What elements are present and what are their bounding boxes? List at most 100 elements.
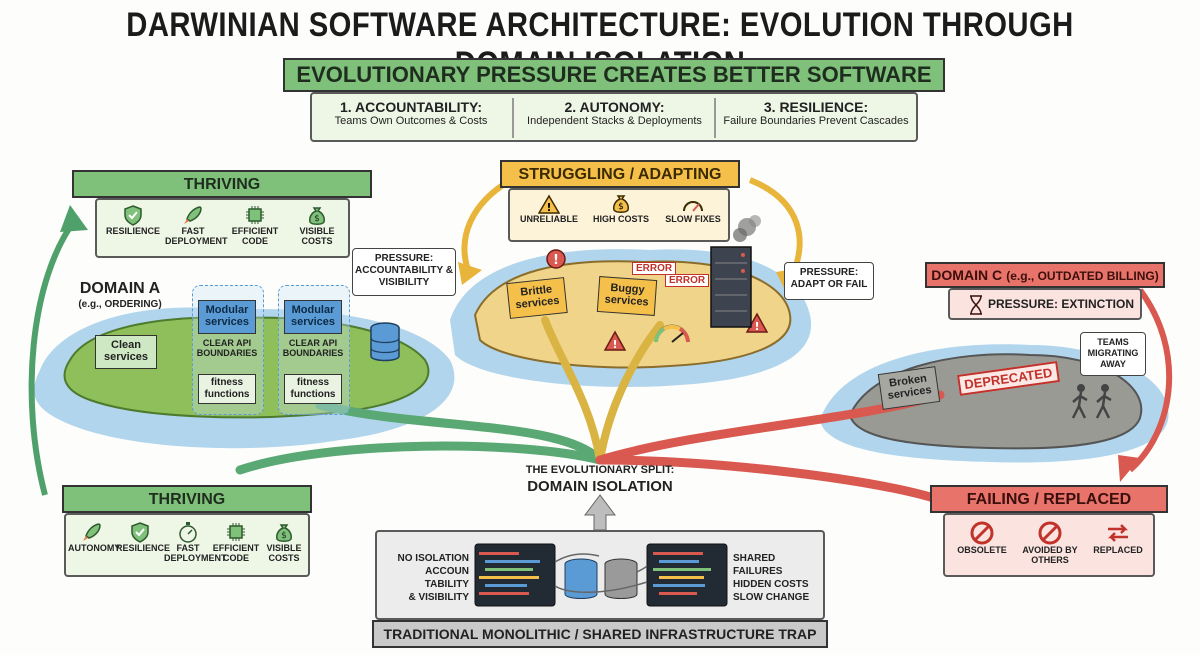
svg-text:!: ! (612, 338, 617, 351)
shield-check-icon (131, 522, 149, 543)
pressure-item-autonomy: 2. AUTONOMY: Independent Stacks & Deploy… (517, 99, 712, 127)
hourglass-icon (970, 295, 982, 315)
domain-b-pressure-note: PRESSURE: ADAPT OR FAIL (784, 262, 874, 300)
divider (714, 98, 716, 138)
trait-label: RESILIENCE (116, 543, 171, 553)
domain-c-ribbon: DOMAIN C (e.g., OUTDATED BILLING) (925, 262, 1165, 288)
trait-label: AVOIDED BY OTHERS (1022, 545, 1078, 565)
monolith-note: SHARED FAILURES (733, 553, 783, 577)
monolith-label: TRADITIONAL MONOLITHIC / SHARED INFRASTR… (383, 626, 817, 642)
api-boundaries-1: CLEAR API BOUNDARIES (196, 338, 258, 358)
arrow-amber-left-head (458, 262, 482, 285)
trait-efficient-code: EFFICIENT CODE (227, 204, 283, 246)
warning-icon: ! (603, 330, 627, 351)
arrow-red-down-head (1118, 455, 1140, 482)
pressure-item-heading: 3. RESILIENCE: (763, 99, 869, 115)
alert-icon: ! (546, 249, 566, 269)
trait-label: SLOW FIXES (665, 214, 721, 224)
modular-services-box-2: Modular services (284, 300, 342, 334)
trait-resilience: RESILIENCE (105, 204, 161, 236)
rocket-icon (83, 523, 101, 541)
domain-a-pressure-note: PRESSURE: ACCOUNTABILITY & VISIBILITY (352, 248, 456, 296)
error-badge-2: ERROR (665, 274, 710, 287)
fitness-functions-box-2: fitness functions (284, 374, 342, 404)
monolith-note: NO ISOLATION (397, 553, 469, 564)
pressure-item-resilience: 3. RESILIENCE: Failure Boundaries Preven… (717, 99, 915, 127)
swap-arrows-icon (1107, 524, 1129, 542)
thriving-top-ribbon: THRIVING (72, 170, 372, 198)
trait-label: FAST DEPLOYMENT (165, 226, 228, 246)
arrow-left-up (28, 218, 78, 496)
stopwatch-icon (179, 522, 197, 543)
trait-label: AUTONOMY (68, 543, 121, 553)
monolith-illustration (474, 543, 728, 607)
thriving-bottom-panel: AUTONOMY RESILIENCE FAST DEPLOYMENT EFFI… (64, 513, 310, 577)
brittle-services-box: Brittle services (506, 277, 568, 319)
error-badge-1: ERROR (632, 262, 677, 275)
pressure-banner-title: EVOLUTIONARY PRESSURE CREATES BETTER SOF… (283, 58, 945, 92)
prohibited-icon (970, 521, 994, 545)
thriving-bottom-ribbon: THRIVING (62, 485, 312, 513)
domain-c-pressure-panel: PRESSURE: EXTINCTION (948, 288, 1142, 320)
trait-resilience: RESILIENCE (116, 521, 171, 553)
trait-visible-costs: $ VISIBLE COSTS (260, 521, 308, 563)
thriving-top-panel: RESILIENCE FAST DEPLOYMENT EFFICIENT COD… (95, 198, 350, 258)
trait-fast-deployment: FAST DEPLOYMENT (165, 204, 228, 246)
struggling-ribbon: STRUGGLING / ADAPTING (500, 160, 740, 188)
trait-slow-fixes: SLOW FIXES (660, 194, 726, 224)
trait-label: FAST DEPLOYMENT (164, 543, 227, 563)
monolith-right-notes: SHARED FAILURES HIDDEN COSTS SLOW CHANGE (733, 552, 825, 604)
chip-icon (227, 523, 245, 541)
pressure-item-sub: Failure Boundaries Prevent Cascades (723, 115, 909, 127)
trait-obsolete: OBSOLETE (949, 521, 1015, 555)
monolith-ribbon: TRADITIONAL MONOLITHIC / SHARED INFRASTR… (372, 620, 828, 648)
trait-unreliable: ! UNRELIABLE (516, 194, 582, 224)
people-walking-icon (1071, 384, 1112, 419)
evolution-branches (235, 316, 945, 505)
domain-a-title: DOMAIN A (79, 280, 161, 297)
monolith-panel: NO ISOLATION ACCOUN TABILITY & VISIBILIT… (375, 530, 825, 620)
chip-icon (246, 206, 264, 224)
trait-label: UNRELIABLE (520, 214, 578, 224)
server-rack-icon (710, 215, 761, 328)
trait-fast-deployment: FAST DEPLOYMENT (164, 521, 227, 563)
trait-label: EFFICIENT CODE (212, 543, 260, 563)
gauge-icon (683, 201, 703, 212)
pressure-banner-title-text: EVOLUTIONARY PRESSURE CREATES BETTER SOF… (296, 62, 932, 87)
pressure-banner-panel: 1. ACCOUNTABILITY: Teams Own Outcomes & … (310, 92, 918, 142)
trait-label: HIGH COSTS (592, 214, 649, 224)
thriving-bottom-label: THRIVING (148, 491, 226, 508)
domain-c-subtitle: (e.g., OUTDATED BILLING) (1006, 269, 1159, 283)
warning-icon: ! (745, 312, 769, 333)
pressure-item-heading: 1. ACCOUNTABILITY: (339, 99, 483, 115)
rocket-icon (184, 206, 202, 224)
struggling-panel: ! UNRELIABLE $ HIGH COSTS SLOW FIXES (508, 188, 730, 242)
thriving-top-label: THRIVING (183, 176, 261, 193)
svg-text:$: $ (618, 202, 624, 212)
arrow-red-down (1128, 288, 1173, 473)
shield-check-icon (124, 205, 142, 226)
domain-c-pressure-text: PRESSURE: EXTINCTION (988, 297, 1135, 311)
svg-text:$: $ (314, 214, 320, 224)
monolith-note: HIDDEN COSTS (733, 579, 809, 590)
pressure-item-sub: Independent Stacks & Deployments (527, 115, 702, 127)
arrow-monolith-up (584, 494, 616, 531)
clean-services-box: Clean services (95, 335, 157, 369)
svg-text:!: ! (553, 253, 559, 268)
trait-label: EFFICIENT CODE (231, 226, 279, 246)
prohibited-icon (1038, 521, 1062, 545)
trait-label: OBSOLETE (957, 545, 1007, 555)
divider (512, 98, 514, 138)
fitness-functions-box-1: fitness functions (198, 374, 256, 404)
gauge-icon (654, 324, 690, 343)
database-icon (370, 322, 400, 362)
trait-label: VISIBLE COSTS (266, 543, 302, 563)
trait-high-costs: $ HIGH COSTS (588, 194, 654, 224)
domain-c-title: DOMAIN C (931, 267, 1003, 283)
money-bag-icon: $ (613, 195, 629, 213)
trait-label: VISIBLE COSTS (299, 226, 335, 246)
warning-icon: ! (538, 194, 560, 214)
trait-label: RESILIENCE (105, 226, 160, 236)
arrow-left-up-head (60, 205, 88, 232)
monolith-note: ACCOUN TABILITY (424, 566, 469, 590)
